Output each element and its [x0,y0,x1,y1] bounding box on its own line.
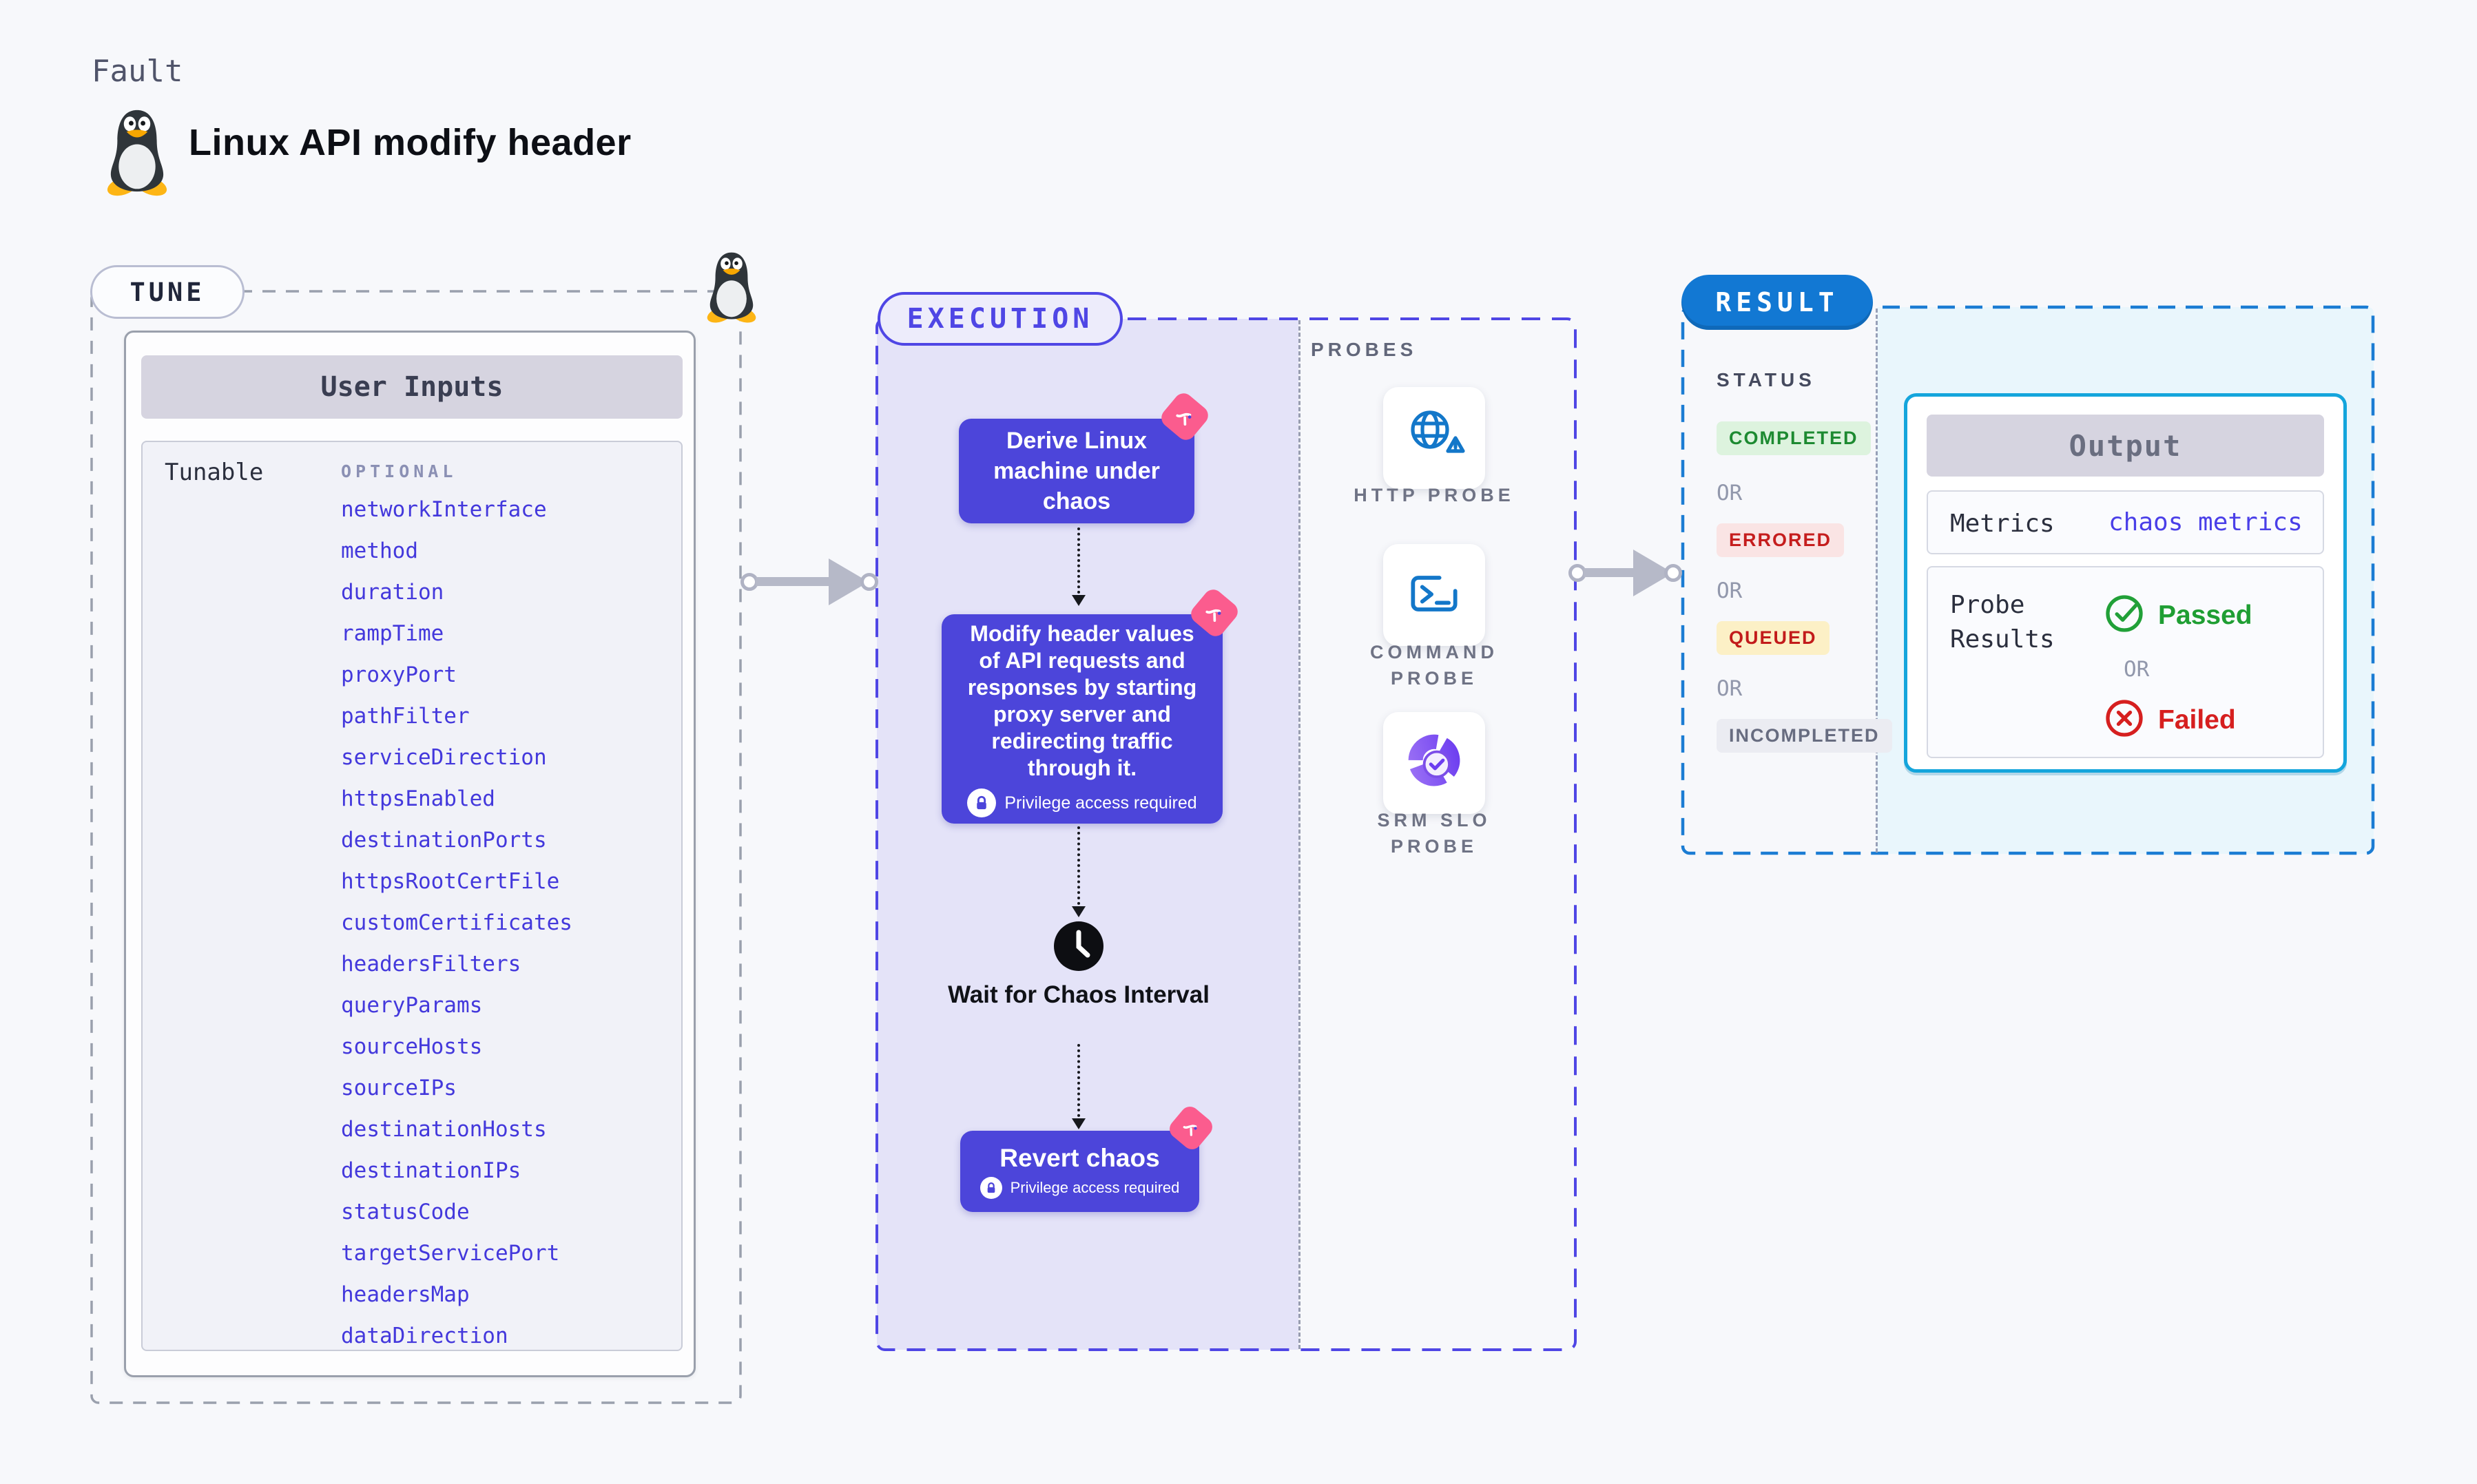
tunable-link[interactable]: method [341,539,418,563]
tunable-link[interactable]: headersFilters [341,952,521,976]
metrics-label: Metrics [1950,510,2055,538]
command-probe-card [1383,544,1485,646]
fault-eyebrow: Fault [92,54,183,89]
tunable-link[interactable]: destinationPorts [341,828,547,853]
tunable-row-label: Tunable [165,459,264,486]
x-circle-icon [2103,697,2146,743]
globe-warning-icon [1401,404,1467,473]
tunable-link[interactable]: rampTime [341,621,444,646]
connector-2-arrowhead [1072,906,1086,917]
slo-donut-check-icon [1402,730,1466,797]
or-label: OR [1717,676,1743,701]
connector-2 [1077,826,1080,905]
passed-label: Passed [2158,600,2252,630]
probe-results-label: Probe Results [1950,591,2055,654]
tunable-link[interactable]: networkInterface [341,497,547,522]
or-label: OR [1717,578,1743,603]
tunable-link[interactable]: destinationHosts [341,1117,547,1142]
node-modify-text: Modify header values of API requests and… [967,621,1197,780]
terminal-icon [1402,562,1466,629]
user-inputs-card: User Inputs Tunable OPTIONAL networkInte… [124,331,696,1377]
probe-failed-row: Failed [2103,697,2236,743]
node-modify-header: Modify header values of API requests and… [942,614,1223,824]
tunable-link[interactable]: queryParams [341,993,483,1018]
chaos-metrics-link[interactable]: chaos metrics [2108,508,2303,536]
execution-pill-label: EXECUTION [906,303,1094,335]
result-pill-label: RESULT [1715,287,1839,317]
privilege-row: Privilege access required [980,1177,1180,1199]
tunable-link[interactable]: serviceDirection [341,745,547,770]
result-pill: RESULT [1681,275,1873,330]
tune-to-execution-arrow [740,551,878,613]
result-status-divider [1876,309,1878,853]
srm-slo-probe-card [1383,712,1485,814]
tux-penguin-icon-small [697,248,766,324]
tune-pill-label: TUNE [129,277,205,307]
tunable-link[interactable]: duration [341,580,444,605]
status-column-label: STATUS [1717,369,1816,390]
node-revert-text: Revert chaos [999,1144,1160,1172]
probe-results-row: Probe Results Passed OR F [1927,566,2324,758]
or-label: OR [2124,657,2150,682]
optional-column-label: OPTIONAL [341,461,457,481]
tunables-list: networkInterface method duration rampTim… [341,489,572,1357]
status-badge-queued: QUEUED [1717,621,1830,655]
execution-probes-divider [1298,320,1300,1349]
failed-label: Failed [2158,704,2236,735]
tune-pill: TUNE [90,265,245,319]
execution-pill: EXECUTION [878,292,1123,346]
tunable-link[interactable]: dataDirection [341,1324,508,1348]
command-probe-label: COMMAND PROBE [1370,642,1498,689]
connector-3-arrowhead [1072,1118,1086,1129]
metrics-row: Metrics chaos metrics [1927,490,2324,554]
probes-section-label: PROBES [1311,339,1418,360]
wait-chaos-interval-label: Wait for Chaos Interval [948,981,1210,1008]
status-badge-incompleted: INCOMPLETED [1717,719,1892,753]
tunable-link[interactable]: pathFilter [341,704,470,729]
status-badge-completed: COMPLETED [1717,421,1871,455]
node-derive-text: Derive Linux machine under chaos [993,428,1160,514]
tunable-link[interactable]: proxyPort [341,662,457,687]
tux-penguin-icon [95,105,179,197]
or-label: OR [1717,481,1743,505]
output-title: Output [1927,415,2324,477]
privilege-label: Privilege access required [1010,1179,1180,1196]
lock-icon [980,1177,1002,1199]
page-title: Linux API modify header [189,122,632,163]
connector-3 [1077,1044,1080,1117]
output-card: Output Metrics chaos metrics Probe Resul… [1904,393,2347,773]
http-probe-card [1383,387,1485,489]
connector-1 [1077,527,1080,594]
tunable-link[interactable]: headersMap [341,1282,470,1307]
tunable-link[interactable]: customCertificates [341,910,572,935]
execution-to-result-arrow [1568,542,1686,604]
clock-icon [1053,921,1104,975]
privilege-label: Privilege access required [1004,793,1197,813]
status-badge-errored: ERRORED [1717,523,1845,557]
tunable-link[interactable]: httpsEnabled [341,786,495,811]
tunable-link[interactable]: sourceIPs [341,1076,457,1100]
srm-slo-probe-label: SRM SLO PROBE [1377,810,1491,857]
http-probe-label: HTTP PROBE [1354,485,1515,505]
tunable-link[interactable]: statusCode [341,1200,470,1224]
lock-icon [967,788,997,817]
connector-1-arrowhead [1072,595,1086,606]
tunable-link[interactable]: destinationIPs [341,1158,521,1183]
node-revert-chaos: Revert chaos Privilege access required [960,1131,1199,1212]
node-derive-machine: Derive Linux machine under chaos [959,419,1194,523]
privilege-row: Privilege access required [967,788,1197,817]
user-inputs-title: User Inputs [141,355,683,419]
check-circle-icon [2103,592,2146,638]
probe-passed-row: Passed [2103,592,2252,638]
tunable-link[interactable]: httpsRootCertFile [341,869,560,894]
tunable-link[interactable]: sourceHosts [341,1034,483,1059]
tunables-panel: Tunable OPTIONAL networkInterface method… [141,441,683,1351]
tunable-link[interactable]: targetServicePort [341,1241,560,1266]
